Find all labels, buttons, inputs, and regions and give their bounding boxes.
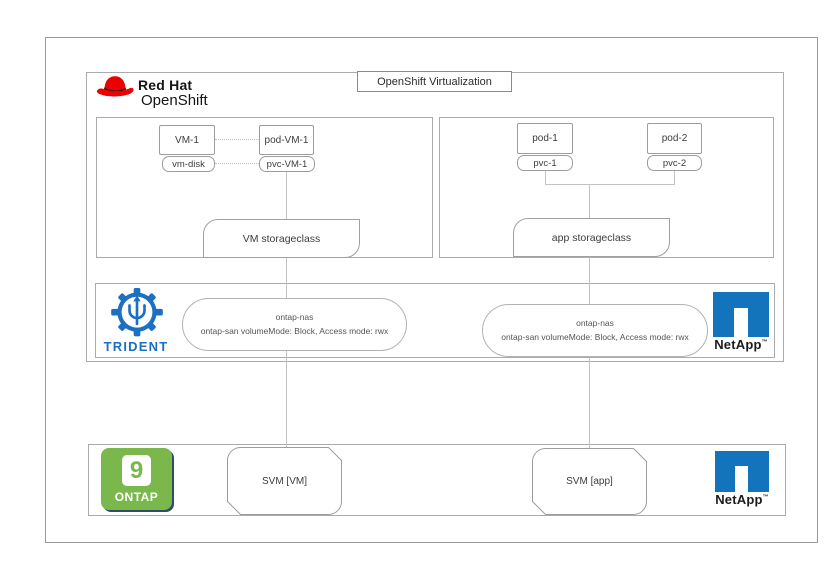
node-pvc1: pvc-1 — [517, 155, 573, 171]
ontap-band — [88, 444, 786, 516]
trident-gear-icon — [110, 288, 164, 338]
connector-vmstorageclass-svm — [286, 258, 287, 448]
netapp-icon-bottom — [715, 451, 769, 492]
backend-vm-line2: ontap-san volumeMode: Block, Access mode… — [200, 325, 389, 336]
app-cluster-box — [439, 117, 774, 258]
connector-pvc1-down — [545, 171, 546, 184]
connector-pvc2-down — [674, 171, 675, 184]
connector-vm-pod — [215, 139, 259, 140]
svm-app-box: SVM [app] — [532, 448, 647, 515]
node-pod1: pod-1 — [517, 123, 573, 154]
netapp-text: NetApp — [715, 492, 763, 507]
backend-vm-line1: ontap-nas — [275, 312, 314, 323]
app-storageclass: app storageclass — [513, 218, 670, 257]
svm-vm-label: SVM [VM] — [261, 475, 307, 487]
ontap-label: ONTAP — [114, 490, 159, 504]
connector-join-appstorageclass — [589, 184, 590, 218]
node-pod2: pod-2 — [647, 123, 702, 154]
trident-band — [95, 283, 775, 358]
openshift-virtualization-banner: OpenShift Virtualization — [357, 71, 512, 92]
netapp-tm: ™ — [762, 494, 769, 501]
node-pod-vm1: pod-VM-1 — [259, 125, 314, 155]
netapp-text: NetApp — [714, 337, 762, 352]
redhat-fedora-icon — [94, 71, 136, 101]
backend-app-line2: ontap-san volumeMode: Block, Access mode… — [501, 331, 689, 342]
netapp-wordmark-bottom: NetApp™ — [707, 492, 777, 507]
backend-pill-app: ontap-nas ontap-san volumeMode: Block, A… — [482, 304, 708, 357]
node-vm-disk: vm-disk — [162, 156, 215, 172]
backend-app-line1: ontap-nas — [576, 318, 614, 329]
backend-pill-vm: ontap-nas ontap-san volumeMode: Block, A… — [182, 298, 407, 351]
netapp-tm: ™ — [761, 339, 768, 346]
node-pvc2: pvc-2 — [647, 155, 702, 171]
trident-wordmark: TRIDENT — [103, 339, 169, 354]
connector-pvc-join — [545, 184, 675, 185]
openshift-wordmark: OpenShift — [141, 92, 208, 109]
connector-pvcvm1-storageclass — [286, 171, 287, 219]
node-pvc-vm1: pvc-VM-1 — [259, 156, 315, 172]
redhat-wordmark: Red Hat — [138, 77, 193, 93]
netapp-icon-middle — [713, 292, 769, 337]
ontap-logo: 9 ONTAP — [101, 448, 172, 510]
svm-vm-box: SVM [VM] — [227, 447, 342, 515]
ontap-nine-icon: 9 — [122, 455, 151, 486]
vm-storageclass: VM storageclass — [203, 219, 360, 258]
netapp-wordmark-middle: NetApp™ — [705, 337, 777, 352]
node-vm1: VM-1 — [159, 125, 215, 155]
svm-app-label: SVM [app] — [566, 476, 613, 487]
connector-vmdisk-pvc — [215, 163, 259, 164]
outer-border — [45, 37, 818, 543]
